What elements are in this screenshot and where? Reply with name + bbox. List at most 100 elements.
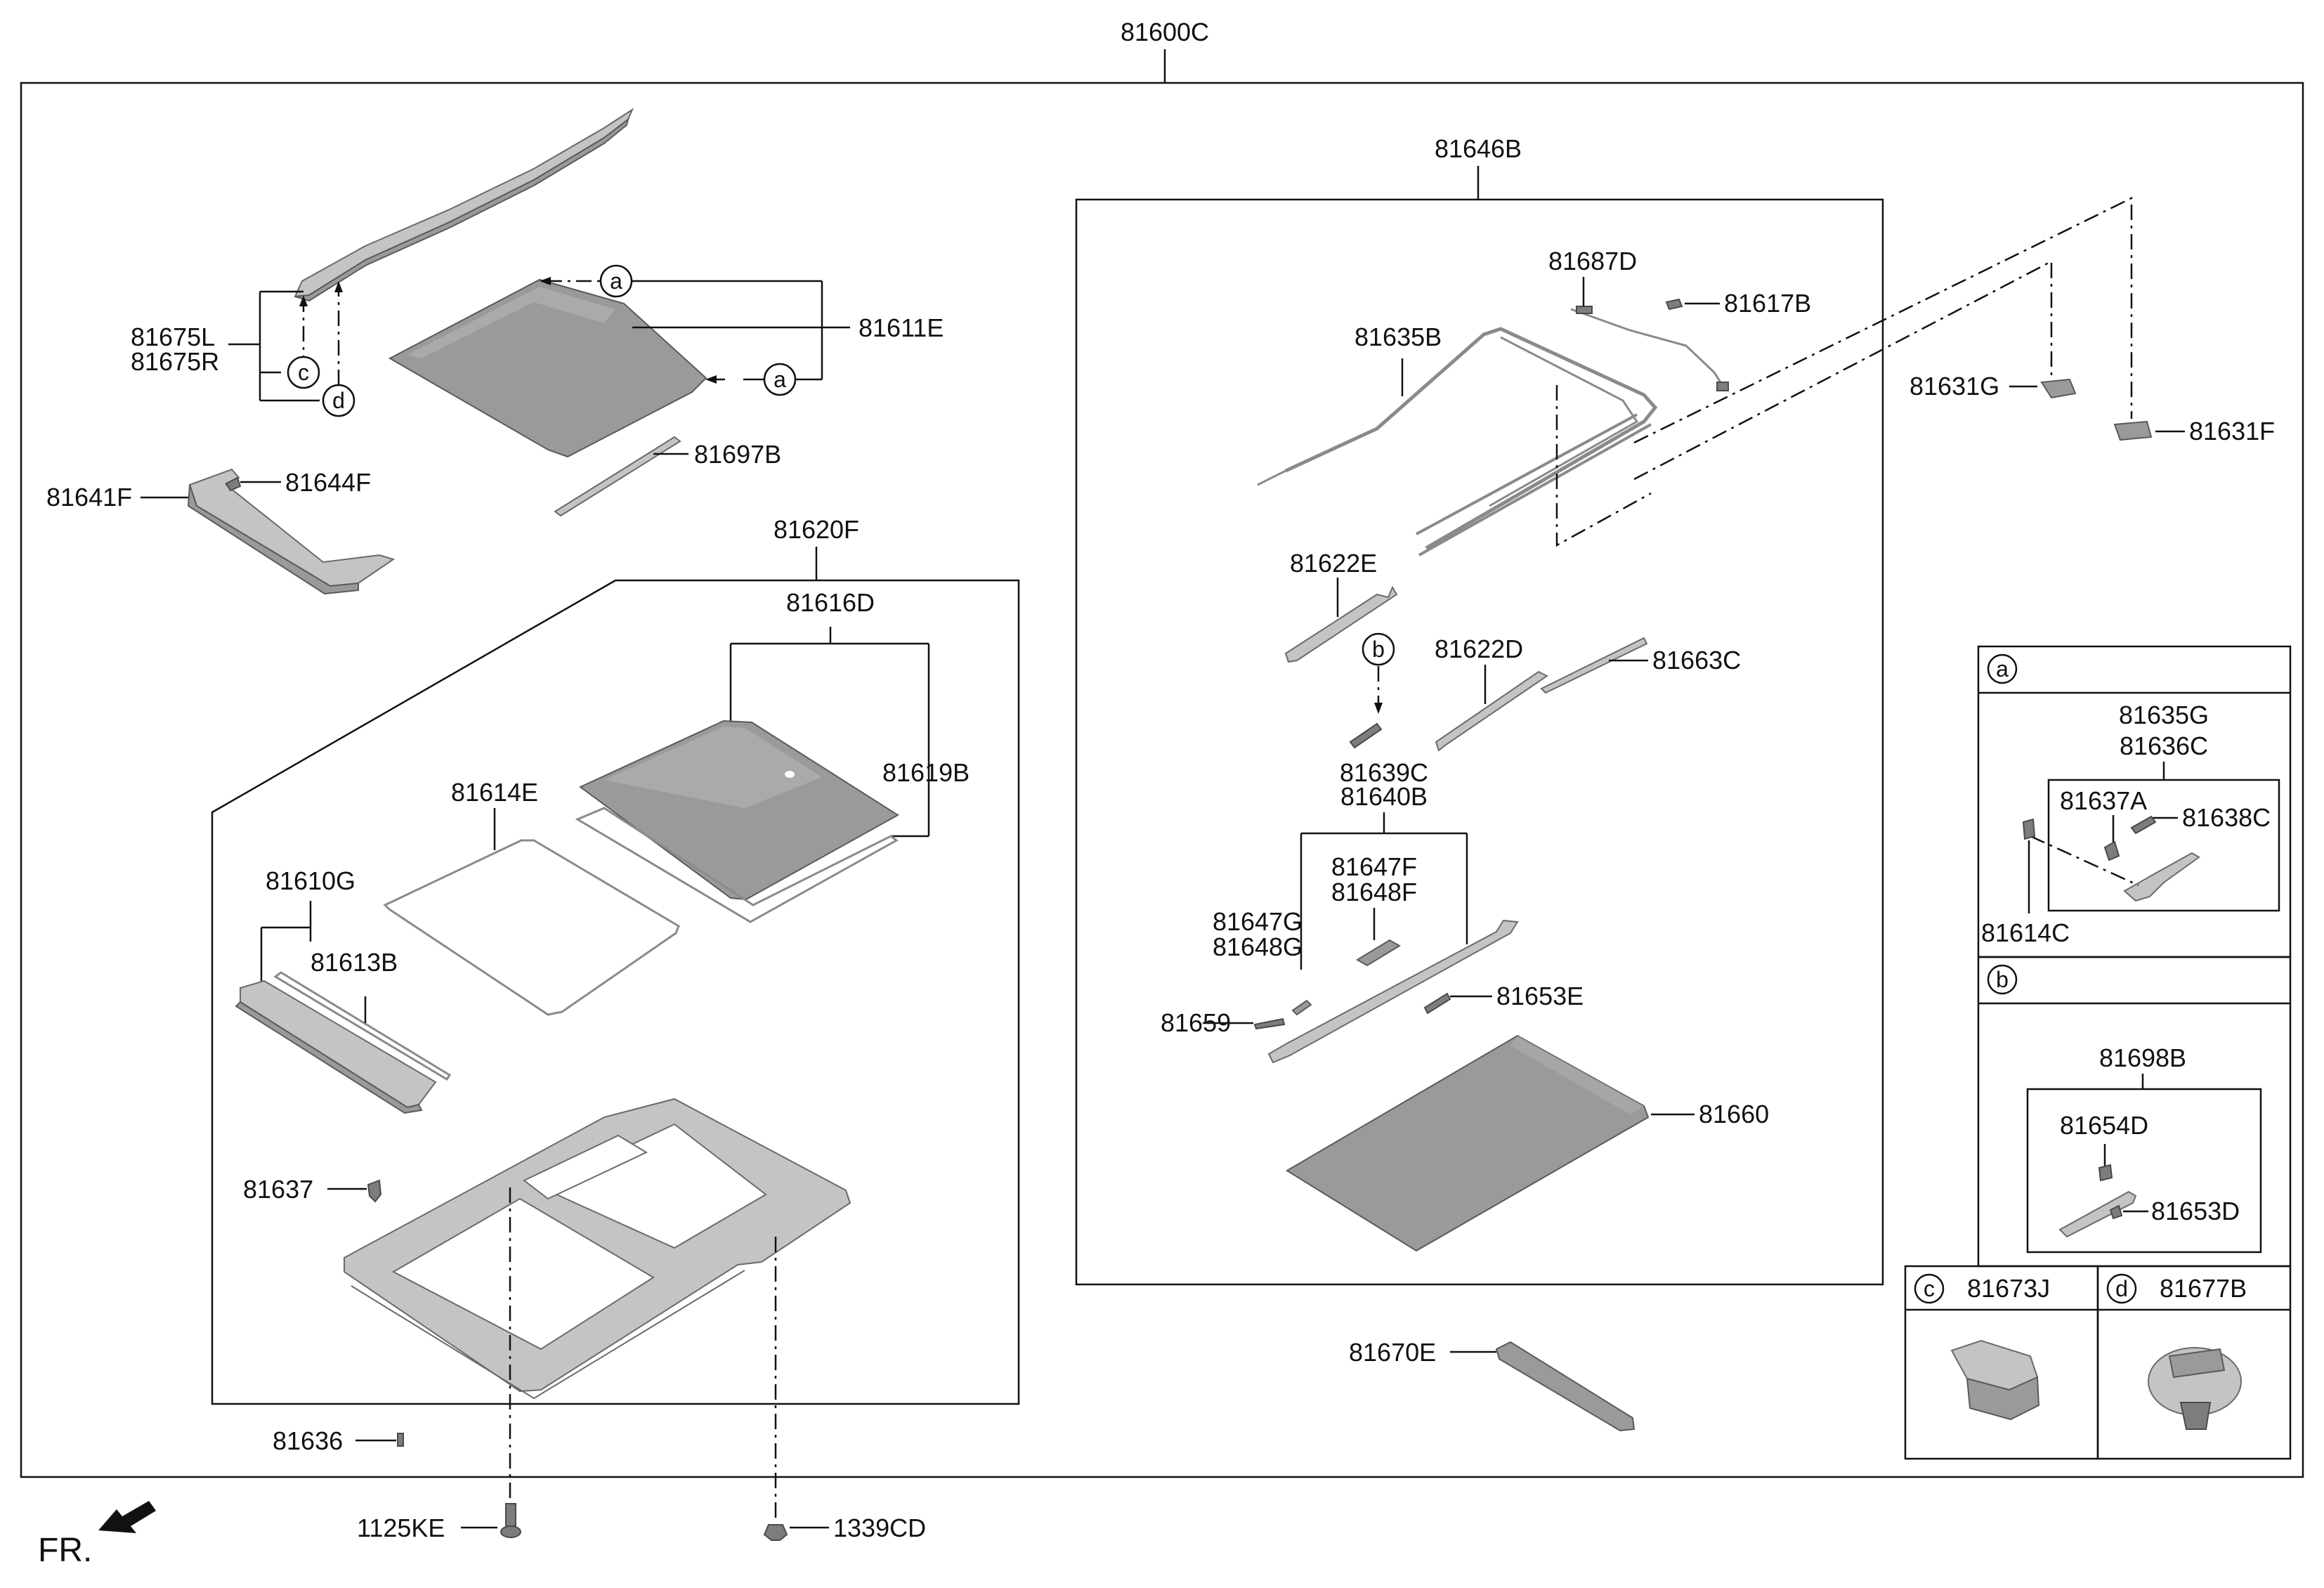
part-clip-81647F (1356, 939, 1401, 967)
label-81639C: 81639C (1340, 758, 1428, 787)
callout-b-middle: b (1372, 637, 1385, 662)
part-clip-81654D (2098, 1164, 2113, 1182)
label-81648F: 81648F (1331, 878, 1417, 906)
label-81673J: 81673J (1967, 1274, 2050, 1303)
label-81631G: 81631G (1910, 372, 1999, 401)
part-sunshade-81660 (1286, 1034, 1650, 1252)
part-shade-rail (1267, 919, 1519, 1064)
part-nut-1339CD (763, 1524, 788, 1541)
label-81614C: 81614C (1981, 918, 2070, 947)
label-81653E: 81653E (1496, 982, 1584, 1010)
label-81675L: 81675L (131, 323, 215, 351)
detail-panel-d (2096, 1265, 2292, 1460)
part-clip-81644F (225, 476, 242, 492)
label-81648G: 81648G (1213, 932, 1303, 961)
label-81636C: 81636C (2120, 731, 2208, 760)
subframe-81620F (211, 579, 1020, 1405)
part-clip-81659 (1253, 1017, 1286, 1030)
main-frame (20, 82, 2304, 1478)
label-81610G: 81610G (266, 866, 355, 895)
part-glass-81616D (579, 720, 899, 901)
label-81675R: 81675R (131, 347, 219, 376)
label-81619B: 81619B (882, 758, 970, 787)
part-strip-81613B (273, 971, 452, 1081)
label-1339CD: 1339CD (833, 1514, 926, 1542)
label-81600C: 81600C (1121, 18, 1209, 46)
part-bolt-1125KE (500, 1503, 521, 1538)
label-front: FR. (38, 1532, 92, 1569)
label-81659: 81659 (1161, 1008, 1231, 1037)
label-81641F: 81641F (46, 483, 132, 512)
label-81670E: 81670E (1349, 1338, 1436, 1367)
part-clip-b (1349, 722, 1383, 749)
part-pin-81636 (397, 1433, 404, 1447)
part-guide-rail-81635B (1257, 327, 1658, 557)
part-trim-81670E (1495, 1341, 1636, 1432)
label-81660: 81660 (1699, 1100, 1769, 1128)
callout-d-left: d (332, 388, 345, 413)
label-81654D: 81654D (2060, 1111, 2148, 1140)
label-81622E: 81622E (1290, 549, 1377, 578)
part-bracket-81663C (1540, 637, 1648, 694)
label-81637: 81637 (243, 1175, 313, 1204)
label-81613B: 81613B (311, 948, 398, 977)
label-81687D: 81687D (1548, 247, 1637, 275)
part-motor-81631G (2040, 378, 2077, 399)
front-arrow-icon (98, 1501, 156, 1533)
part-clip-81653D (2109, 1204, 2123, 1220)
part-sunroof-frame (344, 1098, 851, 1400)
part-clip-81614C (2022, 818, 2036, 840)
label-81698B: 81698B (2099, 1043, 2186, 1072)
label-81647G: 81647G (1213, 907, 1303, 936)
label-81646B: 81646B (1435, 134, 1522, 163)
label-81611E: 81611E (859, 313, 944, 342)
part-front-header (187, 468, 396, 595)
part-hinge-81635G (2123, 852, 2200, 902)
label-81617B: 81617B (1724, 289, 1811, 318)
part-seal-81619B (575, 807, 899, 923)
label-81636: 81636 (273, 1426, 343, 1455)
callout-c-left: c (298, 360, 309, 385)
callout-a-panel: a (1996, 656, 2009, 682)
label-81640B: 81640B (1340, 782, 1428, 811)
label-81697B: 81697B (694, 440, 781, 469)
callout-d-panel: d (2115, 1276, 2128, 1301)
part-cable-81687D (1570, 308, 1725, 389)
subframe-81646B (1075, 198, 1884, 1286)
part-strip-81697B (554, 436, 681, 517)
label-81647F: 81647F (1331, 852, 1417, 881)
part-clip-81637A (2103, 840, 2120, 861)
callout-b-panel: b (1996, 967, 2009, 992)
label-81663C: 81663C (1652, 646, 1741, 675)
label-81637A: 81637A (2060, 786, 2147, 815)
label-81635B: 81635B (1354, 323, 1442, 351)
label-81614E: 81614E (451, 778, 538, 807)
part-clip-81638C (2130, 815, 2157, 835)
label-81631F: 81631F (2189, 417, 2275, 445)
part-clip-81677B (2148, 1347, 2242, 1430)
part-bracket-81698B (2058, 1190, 2137, 1238)
part-roof-molding (294, 108, 634, 302)
part-clip-81653E (1423, 992, 1451, 1015)
label-81638C: 81638C (2182, 803, 2271, 832)
part-clip-81637 (367, 1179, 382, 1203)
part-clip-81647G (1291, 999, 1312, 1016)
callout-a-upper: a (610, 268, 622, 294)
part-clip-81617B (1665, 298, 1683, 311)
label-81653D: 81653D (2151, 1197, 2240, 1225)
part-seal-81614E (383, 839, 680, 1016)
label-81677B: 81677B (2160, 1274, 2247, 1303)
label-1125KE: 1125KE (357, 1514, 445, 1542)
label-81620F: 81620F (773, 515, 859, 544)
part-roof-panel (388, 278, 707, 458)
label-81616D: 81616D (786, 588, 875, 617)
label-81622D: 81622D (1435, 634, 1523, 663)
callout-c-panel: c (1924, 1276, 1935, 1301)
part-clip-81673J (1950, 1339, 2040, 1421)
callout-a-lower: a (773, 367, 786, 392)
part-bracket-81622D (1435, 670, 1548, 752)
part-deflector-81610G (235, 980, 437, 1114)
label-81644F: 81644F (285, 468, 371, 497)
part-bracket-81622E (1284, 585, 1398, 663)
